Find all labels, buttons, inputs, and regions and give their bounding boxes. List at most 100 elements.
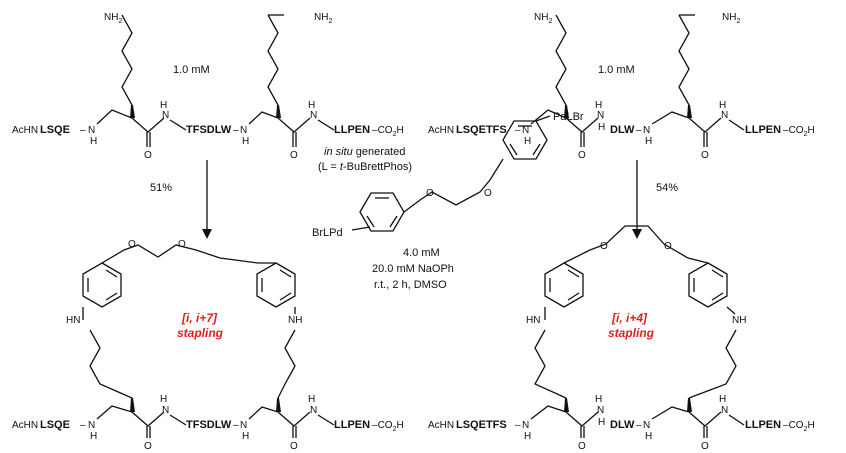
bottom-right-wedge-2 — [687, 398, 692, 412]
bottom-right-n4: N — [721, 405, 728, 416]
top-left-backbone-bond-5 — [277, 117, 311, 133]
top-right-n2: N — [597, 110, 604, 121]
top-right-n1: N — [522, 125, 529, 136]
bottom-right-h2: H — [595, 394, 602, 405]
top-left-seq-start: LSQE — [40, 124, 70, 136]
bottom-left-lys2-chain — [277, 329, 296, 399]
reagent-o-right: O — [484, 188, 492, 199]
bottom-right-h4: H — [719, 394, 726, 405]
bottom-left-tag-line1: [i, i+7] — [181, 311, 218, 325]
bottom-left-backbone-4 — [248, 406, 279, 420]
bottom-left-lys1-chain — [89, 329, 133, 399]
bottom-left-ring-2 — [256, 262, 296, 308]
bottom-right-tag-line1: [i, i+4] — [611, 311, 648, 325]
reagent-pd-right: PdLBr — [553, 111, 584, 123]
bottom-left-achn: AcHN — [12, 420, 38, 431]
bottom-right-ring-2 — [688, 262, 728, 308]
top-left-backbone-bond-1 — [96, 109, 133, 125]
bottom-left-backbone-1 — [96, 405, 133, 420]
bottom-right-backbone-2 — [565, 411, 599, 427]
top-left-peptide: NH2 NH2 1.0 mM AcHN LSQE – N H O H N TFS… — [12, 12, 404, 161]
bottom-right-product: O O HN NH [i, i+4] stapling AcHN LSQETFS… — [428, 225, 815, 452]
top-right-h2: H — [595, 100, 602, 111]
bottom-left-seq-end: LLPEN — [334, 419, 370, 431]
top-right-lys1-chain — [555, 14, 567, 106]
top-right-seq-end: LLPEN — [745, 124, 781, 136]
reagent-block: in situ generated (L = t-BuBrettPhos) Pd… — [312, 111, 584, 291]
bottom-left-co2h: –CO2H — [372, 420, 404, 433]
reagent-conditions: r.t., 2 h, DMSO — [374, 279, 447, 291]
bottom-right-nh-bond — [726, 306, 736, 315]
bottom-left-wedge-1 — [130, 398, 135, 412]
reaction-arrows: 51% 54% — [150, 160, 678, 239]
bottom-right-backbone-1 — [530, 405, 567, 420]
reagent-line2: (L = t-BuBrettPhos) — [318, 161, 412, 173]
bottom-right-ring-1 — [544, 262, 584, 308]
bottom-right-h3: H — [645, 431, 652, 442]
top-left-lys1-nh2: NH2 — [104, 12, 122, 25]
bottom-right-o2: O — [664, 241, 672, 252]
bottom-left-n1: N — [88, 420, 95, 431]
top-left-backbone-bond-3 — [169, 119, 187, 131]
top-left-o2: O — [290, 150, 298, 161]
reagent-ring-left — [359, 192, 405, 232]
top-right-backbone-bond-6 — [728, 119, 745, 131]
top-left-h2: H — [160, 100, 167, 111]
reagent-pd-left: BrLPd — [312, 227, 343, 239]
reagent-linker — [403, 158, 504, 213]
bottom-left-h1: H — [90, 431, 97, 442]
bottom-right-tag-line2: stapling — [608, 326, 655, 340]
bottom-left-backbone-5 — [277, 411, 311, 427]
bottom-left-tag-line2: stapling — [177, 326, 224, 340]
top-right-lys1-nh2: NH2 — [534, 12, 552, 25]
top-left-wedge-2 — [276, 105, 281, 118]
top-right-backbone-bond-5 — [688, 117, 722, 133]
bottom-right-o1: O — [600, 241, 608, 252]
bottom-left-wedge-2 — [276, 398, 281, 412]
bottom-left-o2: O — [178, 239, 186, 250]
top-right-peptide: NH2 NH2 1.0 mM AcHN LSQETFS – N H O H N … — [428, 12, 815, 161]
top-left-seq-mid: TFSDLW — [186, 124, 232, 136]
bottom-left-ring-1 — [82, 262, 122, 308]
top-right-n3: N — [643, 125, 650, 136]
bottom-right-backbone-6 — [728, 414, 745, 426]
top-right-n4: N — [721, 110, 728, 121]
top-left-h-label: H — [90, 136, 97, 147]
top-right-dash2: – — [636, 125, 642, 136]
top-right-o1: O — [578, 150, 586, 161]
bottom-right-lys1-chain — [534, 329, 567, 399]
top-left-wedge-1 — [130, 105, 135, 118]
top-right-co2h: –CO2H — [783, 125, 815, 138]
top-left-seq-end: LLPEN — [334, 124, 370, 136]
bottom-right-linker — [563, 225, 709, 264]
bottom-left-linker — [101, 244, 259, 264]
top-right-h4: H — [719, 100, 726, 111]
bottom-right-backbone-4 — [651, 406, 690, 420]
top-right-h2b: H — [598, 122, 605, 133]
bottom-right-n2: N — [597, 405, 604, 416]
bottom-right-dash2: – — [636, 420, 642, 431]
top-right-o2: O — [701, 150, 709, 161]
bottom-right-wedge-1 — [564, 398, 569, 412]
reagent-pd-right-bond — [535, 115, 551, 122]
top-left-concentration: 1.0 mM — [173, 64, 210, 76]
bottom-right-dash1: – — [515, 420, 521, 431]
top-right-backbone-bond-4 — [651, 111, 690, 125]
bottom-right-seq-start: LSQETFS — [456, 419, 507, 431]
top-left-backbone-bond-4 — [248, 111, 279, 125]
top-right-backbone-bond-1 — [530, 109, 567, 125]
top-left-backbone-bond-2 — [131, 117, 165, 133]
bottom-left-nh: NH — [288, 315, 302, 326]
top-right-seq-start: LSQETFS — [456, 124, 507, 136]
top-left-n-label: N — [88, 125, 95, 136]
top-right-achn: AcHN — [428, 125, 454, 136]
bottom-right-seq-end: LLPEN — [745, 419, 781, 431]
top-left-o1: O — [144, 150, 152, 161]
bottom-right-backbone-5 — [688, 411, 722, 427]
reagent-concentration: 4.0 mM — [403, 247, 440, 259]
bottom-right-nh: NH — [732, 315, 746, 326]
top-left-n4: N — [310, 110, 317, 121]
bottom-right-h1: H — [524, 431, 531, 442]
top-right-lys2-nh2: NH2 — [722, 12, 740, 25]
bottom-right-n1: N — [522, 420, 529, 431]
